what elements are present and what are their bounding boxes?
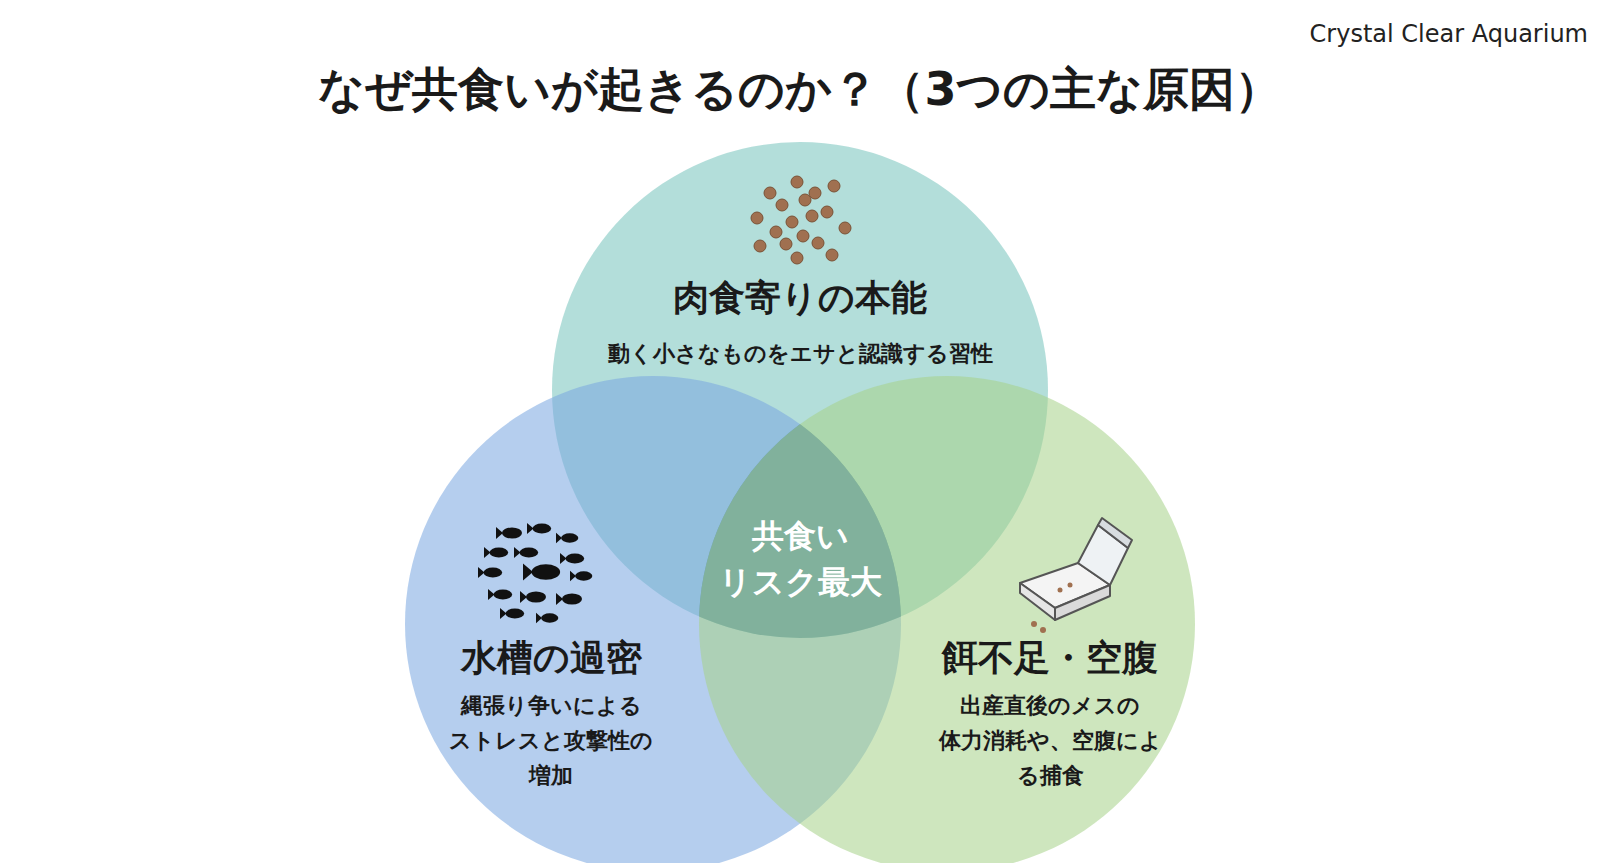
center-label: 共食い リスク最大 [710,513,890,605]
circle-description: 出産直後のメスの 体力消耗や、空腹によ る捕食 [930,688,1170,793]
watermark: Crystal Clear Aquarium [1310,20,1588,48]
circle-heading: 水槽の過密 [461,636,642,679]
circle-heading: 肉食寄りの本能 [673,276,927,319]
circle-outline [699,376,1195,863]
intersection-region: 共食い リスク最大 [680,405,920,645]
venn-circle: 水槽の過密縄張り争いによる ストレスと攻撃性の 増加 [405,376,901,863]
circle-description: 動く小さなものをエサと認識する習性 [570,336,1030,371]
circle-heading: 餌不足・空腹 [942,636,1158,679]
title: なぜ共食いが起きるのか？（3つの主な原因） [318,62,1281,117]
circle-outline [405,376,901,863]
venn-circle: 餌不足・空腹出産直後のメスの 体力消耗や、空腹によ る捕食 [699,376,1195,863]
circle-description: 縄張り争いによる ストレスと攻撃性の 増加 [436,688,666,793]
